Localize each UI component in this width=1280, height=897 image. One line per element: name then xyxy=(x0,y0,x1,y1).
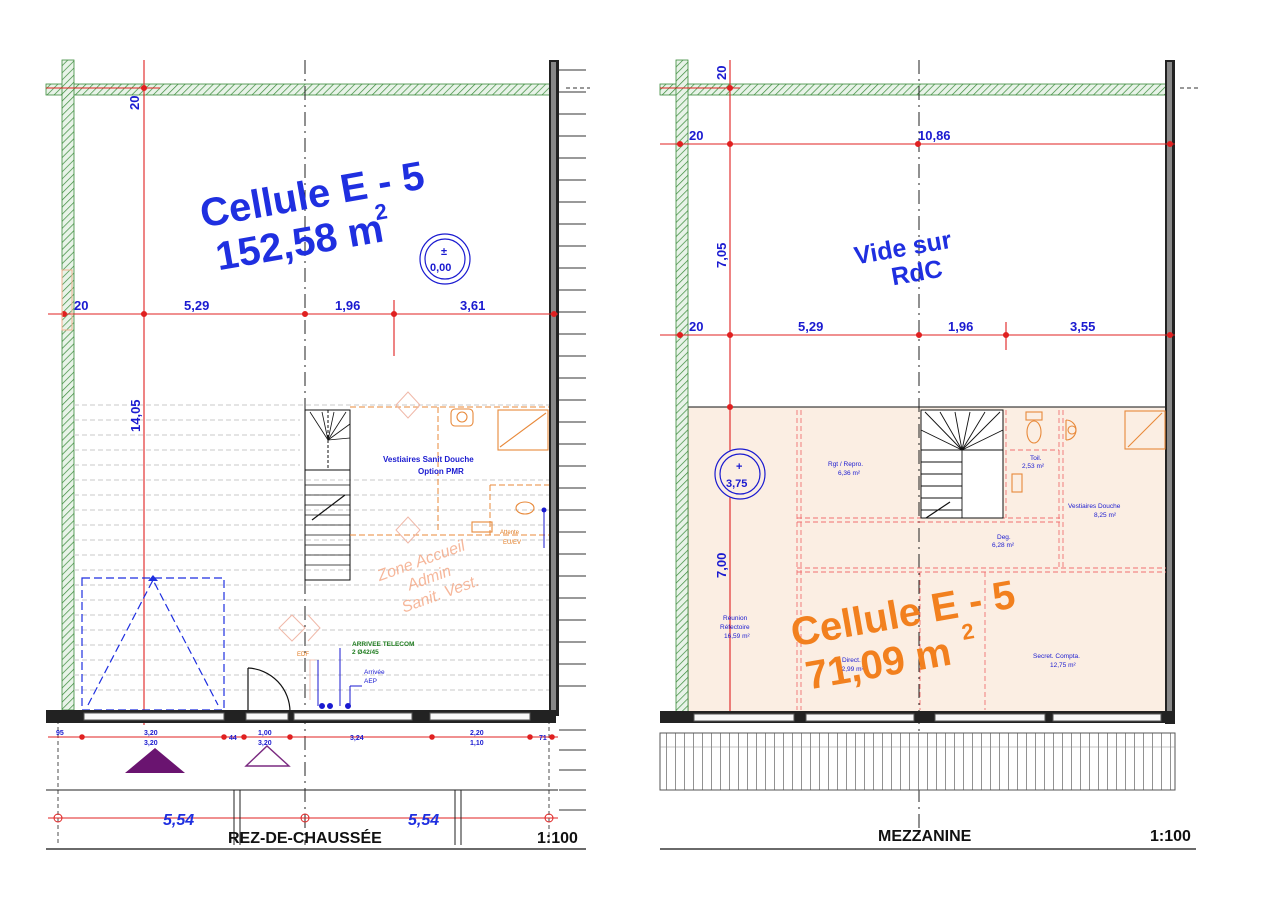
left-secondary-entrance-icon xyxy=(244,745,291,767)
left-attente-1: Attente xyxy=(500,530,520,536)
left-footer-scale: 1:100 xyxy=(537,830,578,847)
left-bottom-dim-3: 3,20 xyxy=(144,740,158,747)
mezz-room-reu-area: 16,59 m² xyxy=(724,633,750,640)
svg-text:0,00: 0,00 xyxy=(430,262,451,274)
right-dim-vertical-top: 20 xyxy=(714,66,729,80)
left-dim-vertical-main: 14,05 xyxy=(128,399,143,432)
left-footer-title: REZ-DE-CHAUSSÉE xyxy=(228,828,382,847)
left-telecom-1: ARRIVEE TELECOM xyxy=(352,641,414,648)
mezzanine-plan: 20 20 10,86 7,05 20 5,29 1,96 3,55 7,00 … xyxy=(659,59,1200,850)
svg-text:±: ± xyxy=(441,246,447,258)
left-room-label-1: Vestiaires Sanit Douche xyxy=(383,455,474,464)
left-bottom-dim-10: 71 xyxy=(539,735,547,742)
left-dim-top-3: 1,96 xyxy=(335,298,360,313)
mezz-room-rgt-name: Rgt / Repro. xyxy=(828,461,863,468)
left-wall-top xyxy=(45,83,559,96)
svg-text:3,75: 3,75 xyxy=(726,478,747,490)
right-dim-upper-2: 10,86 xyxy=(918,128,951,143)
mezz-room-sec-area: 12,75 m² xyxy=(1050,662,1076,669)
left-total-dim-2: 5,54 xyxy=(408,812,439,829)
mezz-room-reu-name-2: Réfectoire xyxy=(720,624,750,631)
right-footer-scale: 1:100 xyxy=(1150,828,1191,845)
right-dim-upper-1: 20 xyxy=(689,128,703,143)
left-total-dim-1: 5,54 xyxy=(163,812,194,829)
left-aep: AEP xyxy=(364,678,377,685)
left-telecom-2: 2 Ø42/45 xyxy=(352,649,379,656)
left-sectional-door xyxy=(81,577,225,711)
right-dim-mid-3: 1,96 xyxy=(948,319,973,334)
left-bottom-dim-4: 44 xyxy=(229,735,237,742)
mezz-room-dir-name: Direct. xyxy=(842,657,861,664)
left-attente-2: EU/EV xyxy=(503,540,521,546)
right-staircase xyxy=(920,409,1004,519)
mezz-room-toil-name: Toil. xyxy=(1030,455,1042,462)
svg-text:+: + xyxy=(736,461,742,473)
ground-floor-plan: 20 14,05 20 5,29 1,96 3,61 Cellule E - 5… xyxy=(45,59,590,850)
left-dim-top-1: 20 xyxy=(74,298,88,313)
right-level-marker: + 3,75 xyxy=(714,448,766,500)
left-bottom-dim-5: 1,00 xyxy=(258,730,272,737)
mezz-room-reu-name-1: Réunion xyxy=(723,615,748,622)
right-wall-left xyxy=(675,59,689,716)
left-edf: EDF xyxy=(297,652,309,658)
left-room-label-2: Option PMR xyxy=(418,467,464,476)
left-level-marker: ± 0,00 xyxy=(419,233,471,285)
right-dim-vertical-mid: 7,05 xyxy=(714,243,729,268)
left-bottom-dim-1: 95 xyxy=(56,730,64,737)
right-dim-mid-2: 5,29 xyxy=(798,319,823,334)
left-entry-door xyxy=(247,667,291,713)
left-arrivee: Arrivée xyxy=(364,669,385,676)
right-facade-canopy xyxy=(659,732,1176,791)
left-bottom-dim-6: 3,20 xyxy=(258,740,272,747)
mezz-room-deg-area: 6,28 m² xyxy=(992,542,1015,549)
left-bottom-dim-8: 2,20 xyxy=(470,730,484,737)
left-dim-top-2: 5,29 xyxy=(184,298,209,313)
left-dim-vertical-top: 20 xyxy=(127,96,142,110)
mezz-room-vest-name: Vestiaires Douche xyxy=(1068,503,1121,510)
mezz-room-rgt-area: 6,36 m² xyxy=(838,470,861,477)
right-dim-mid-1: 20 xyxy=(689,319,703,334)
right-dim-vertical-low: 7,00 xyxy=(714,553,729,578)
right-footer-title: MEZZANINE xyxy=(878,828,972,845)
mezz-room-vest-area: 8,25 m² xyxy=(1094,512,1117,519)
left-staircase xyxy=(304,409,351,581)
mezz-room-sec-name: Secret. Compta. xyxy=(1033,653,1080,660)
left-bottom-dim-9: 1,10 xyxy=(470,740,484,747)
mezz-room-deg-name: Deg. xyxy=(997,534,1011,541)
left-bottom-dim-2: 3,20 xyxy=(144,730,158,737)
left-bottom-dim-7: 3,24 xyxy=(350,735,364,742)
right-wall-top xyxy=(659,83,1174,96)
mezz-room-toil-area: 2,53 m² xyxy=(1022,463,1045,470)
right-cell-area-exp: 2 xyxy=(960,618,976,645)
left-wall-left xyxy=(61,59,75,711)
mezz-room-dir-area: 12,99 m² xyxy=(838,666,864,673)
right-dim-mid-4: 3,55 xyxy=(1070,319,1095,334)
left-dim-top-4: 3,61 xyxy=(460,298,485,313)
left-cell-area-exp: 2 xyxy=(373,198,389,225)
left-main-entrance-icon xyxy=(125,748,185,773)
